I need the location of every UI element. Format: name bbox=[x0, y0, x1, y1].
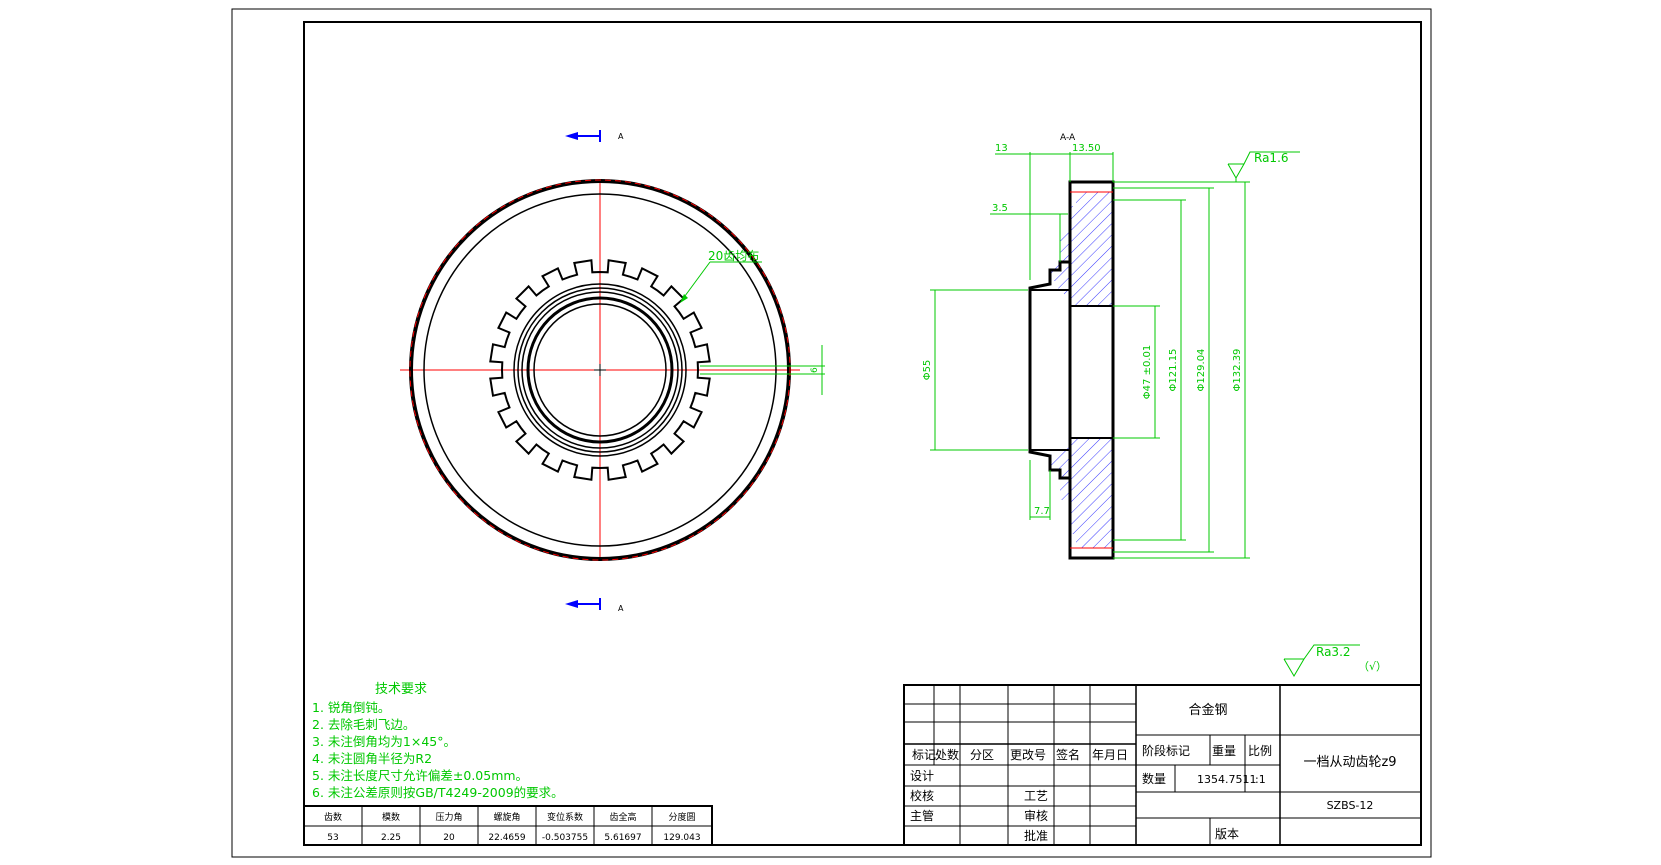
section-title: A-A bbox=[1060, 133, 1076, 143]
dim-dia132: Φ132.39 bbox=[1232, 349, 1243, 392]
roughness-top: Ra1.6 bbox=[1254, 151, 1289, 165]
tech-item: 4. 未注圆角半径为R2 bbox=[312, 751, 432, 766]
table-cell: 5.61697 bbox=[604, 833, 641, 843]
spline-teeth bbox=[489, 259, 711, 481]
tech-title: 技术要求 bbox=[375, 682, 427, 697]
dim-dia121: Φ121.15 bbox=[1168, 349, 1179, 392]
role-design: 设计 bbox=[910, 769, 934, 783]
table-cell: 129.043 bbox=[663, 833, 700, 843]
role-approve: 批准 bbox=[1024, 828, 1048, 843]
role-process: 工艺 bbox=[1024, 789, 1048, 803]
table-header: 模数 bbox=[382, 811, 400, 823]
role-check: 校核 bbox=[910, 788, 934, 803]
tech-item: 1. 锐角倒钝。 bbox=[312, 700, 390, 715]
rev-header: 更改号 bbox=[1010, 748, 1046, 762]
scale-label: 比例 bbox=[1248, 744, 1272, 758]
table-cell: -0.503755 bbox=[542, 833, 588, 843]
weight-value: 1354.7511 bbox=[1197, 773, 1257, 786]
dim-13: 13 bbox=[995, 143, 1008, 154]
version-label: 版本 bbox=[1215, 827, 1239, 841]
table-header: 分度圆 bbox=[668, 811, 695, 823]
rev-header: 年月日 bbox=[1092, 748, 1128, 762]
weight-label: 重量 bbox=[1212, 744, 1236, 758]
dim-7-7: 7.7 bbox=[1034, 506, 1050, 517]
role-manager: 主管 bbox=[910, 808, 934, 823]
table-cell: 22.4659 bbox=[488, 833, 525, 843]
dim-key: 6 bbox=[810, 367, 820, 373]
table-header: 变位系数 bbox=[547, 811, 583, 823]
roughness-note: （√） bbox=[1358, 660, 1387, 673]
table-header: 齿数 bbox=[324, 811, 342, 823]
scale-value: :1 bbox=[1255, 773, 1266, 786]
material: 合金钢 bbox=[1188, 702, 1227, 718]
role-review: 审核 bbox=[1024, 808, 1048, 823]
dim-dia129: Φ129.04 bbox=[1196, 349, 1207, 392]
table-cell: 53 bbox=[327, 833, 338, 843]
dim-3-5: 3.5 bbox=[992, 203, 1008, 214]
tech-item: 2. 去除毛刺飞边。 bbox=[312, 717, 415, 732]
title-block: 标记 处数 分区 更改号 签名 年月日 设计 校核 主管 工艺 审核 批准 合金… bbox=[903, 684, 1422, 846]
table-header: 齿全高 bbox=[609, 811, 636, 823]
table-cell: 2.25 bbox=[381, 833, 401, 843]
front-view: A A 20齿均布 6 bbox=[400, 130, 825, 613]
qty-label: 数量 bbox=[1142, 771, 1166, 786]
dim-dia55: Φ55 bbox=[922, 360, 933, 381]
spline-note: 20齿均布 bbox=[708, 249, 759, 263]
stage-label: 阶段标记 bbox=[1142, 743, 1190, 758]
rev-header: 处数 bbox=[935, 747, 959, 762]
gear-table: 齿数 模数 压力角 螺旋角 变位系数 齿全高 分度圆 53 2.25 20 22… bbox=[303, 805, 713, 846]
section-label-bottom: A bbox=[618, 604, 624, 613]
section-view: A-A 13 13.50 3.5 7.7 Φ55 Φ47 ±0.01 Φ121.… bbox=[922, 133, 1300, 560]
rev-header: 标记 bbox=[912, 748, 936, 762]
rev-header: 分区 bbox=[970, 748, 994, 762]
general-roughness: Ra3.2 （√） bbox=[1283, 644, 1387, 677]
part-name: 一档从动齿轮z9 bbox=[1303, 755, 1396, 770]
table-header: 螺旋角 bbox=[493, 811, 520, 823]
dim-dia47: Φ47 ±0.01 bbox=[1142, 345, 1153, 399]
table-header: 压力角 bbox=[435, 811, 462, 823]
drawing-number: SZBS-12 bbox=[1327, 799, 1374, 812]
inner-border bbox=[303, 21, 1422, 846]
tech-item: 3. 未注倒角均为1×45°。 bbox=[312, 734, 456, 749]
tech-requirements: 技术要求 1. 锐角倒钝。 2. 去除毛刺飞边。 3. 未注倒角均为1×45°。… bbox=[312, 682, 564, 800]
dim-13-50: 13.50 bbox=[1072, 143, 1101, 154]
tech-item: 6. 未注公差原则按GB/T4249-2009的要求。 bbox=[312, 785, 564, 800]
roughness-general: Ra3.2 bbox=[1316, 645, 1351, 659]
rev-header: 签名 bbox=[1056, 747, 1080, 762]
table-cell: 20 bbox=[443, 833, 455, 843]
tech-item: 5. 未注长度尺寸允许偏差±0.05mm。 bbox=[312, 768, 528, 783]
outer-border bbox=[231, 8, 1432, 858]
section-label-top: A bbox=[618, 132, 624, 141]
